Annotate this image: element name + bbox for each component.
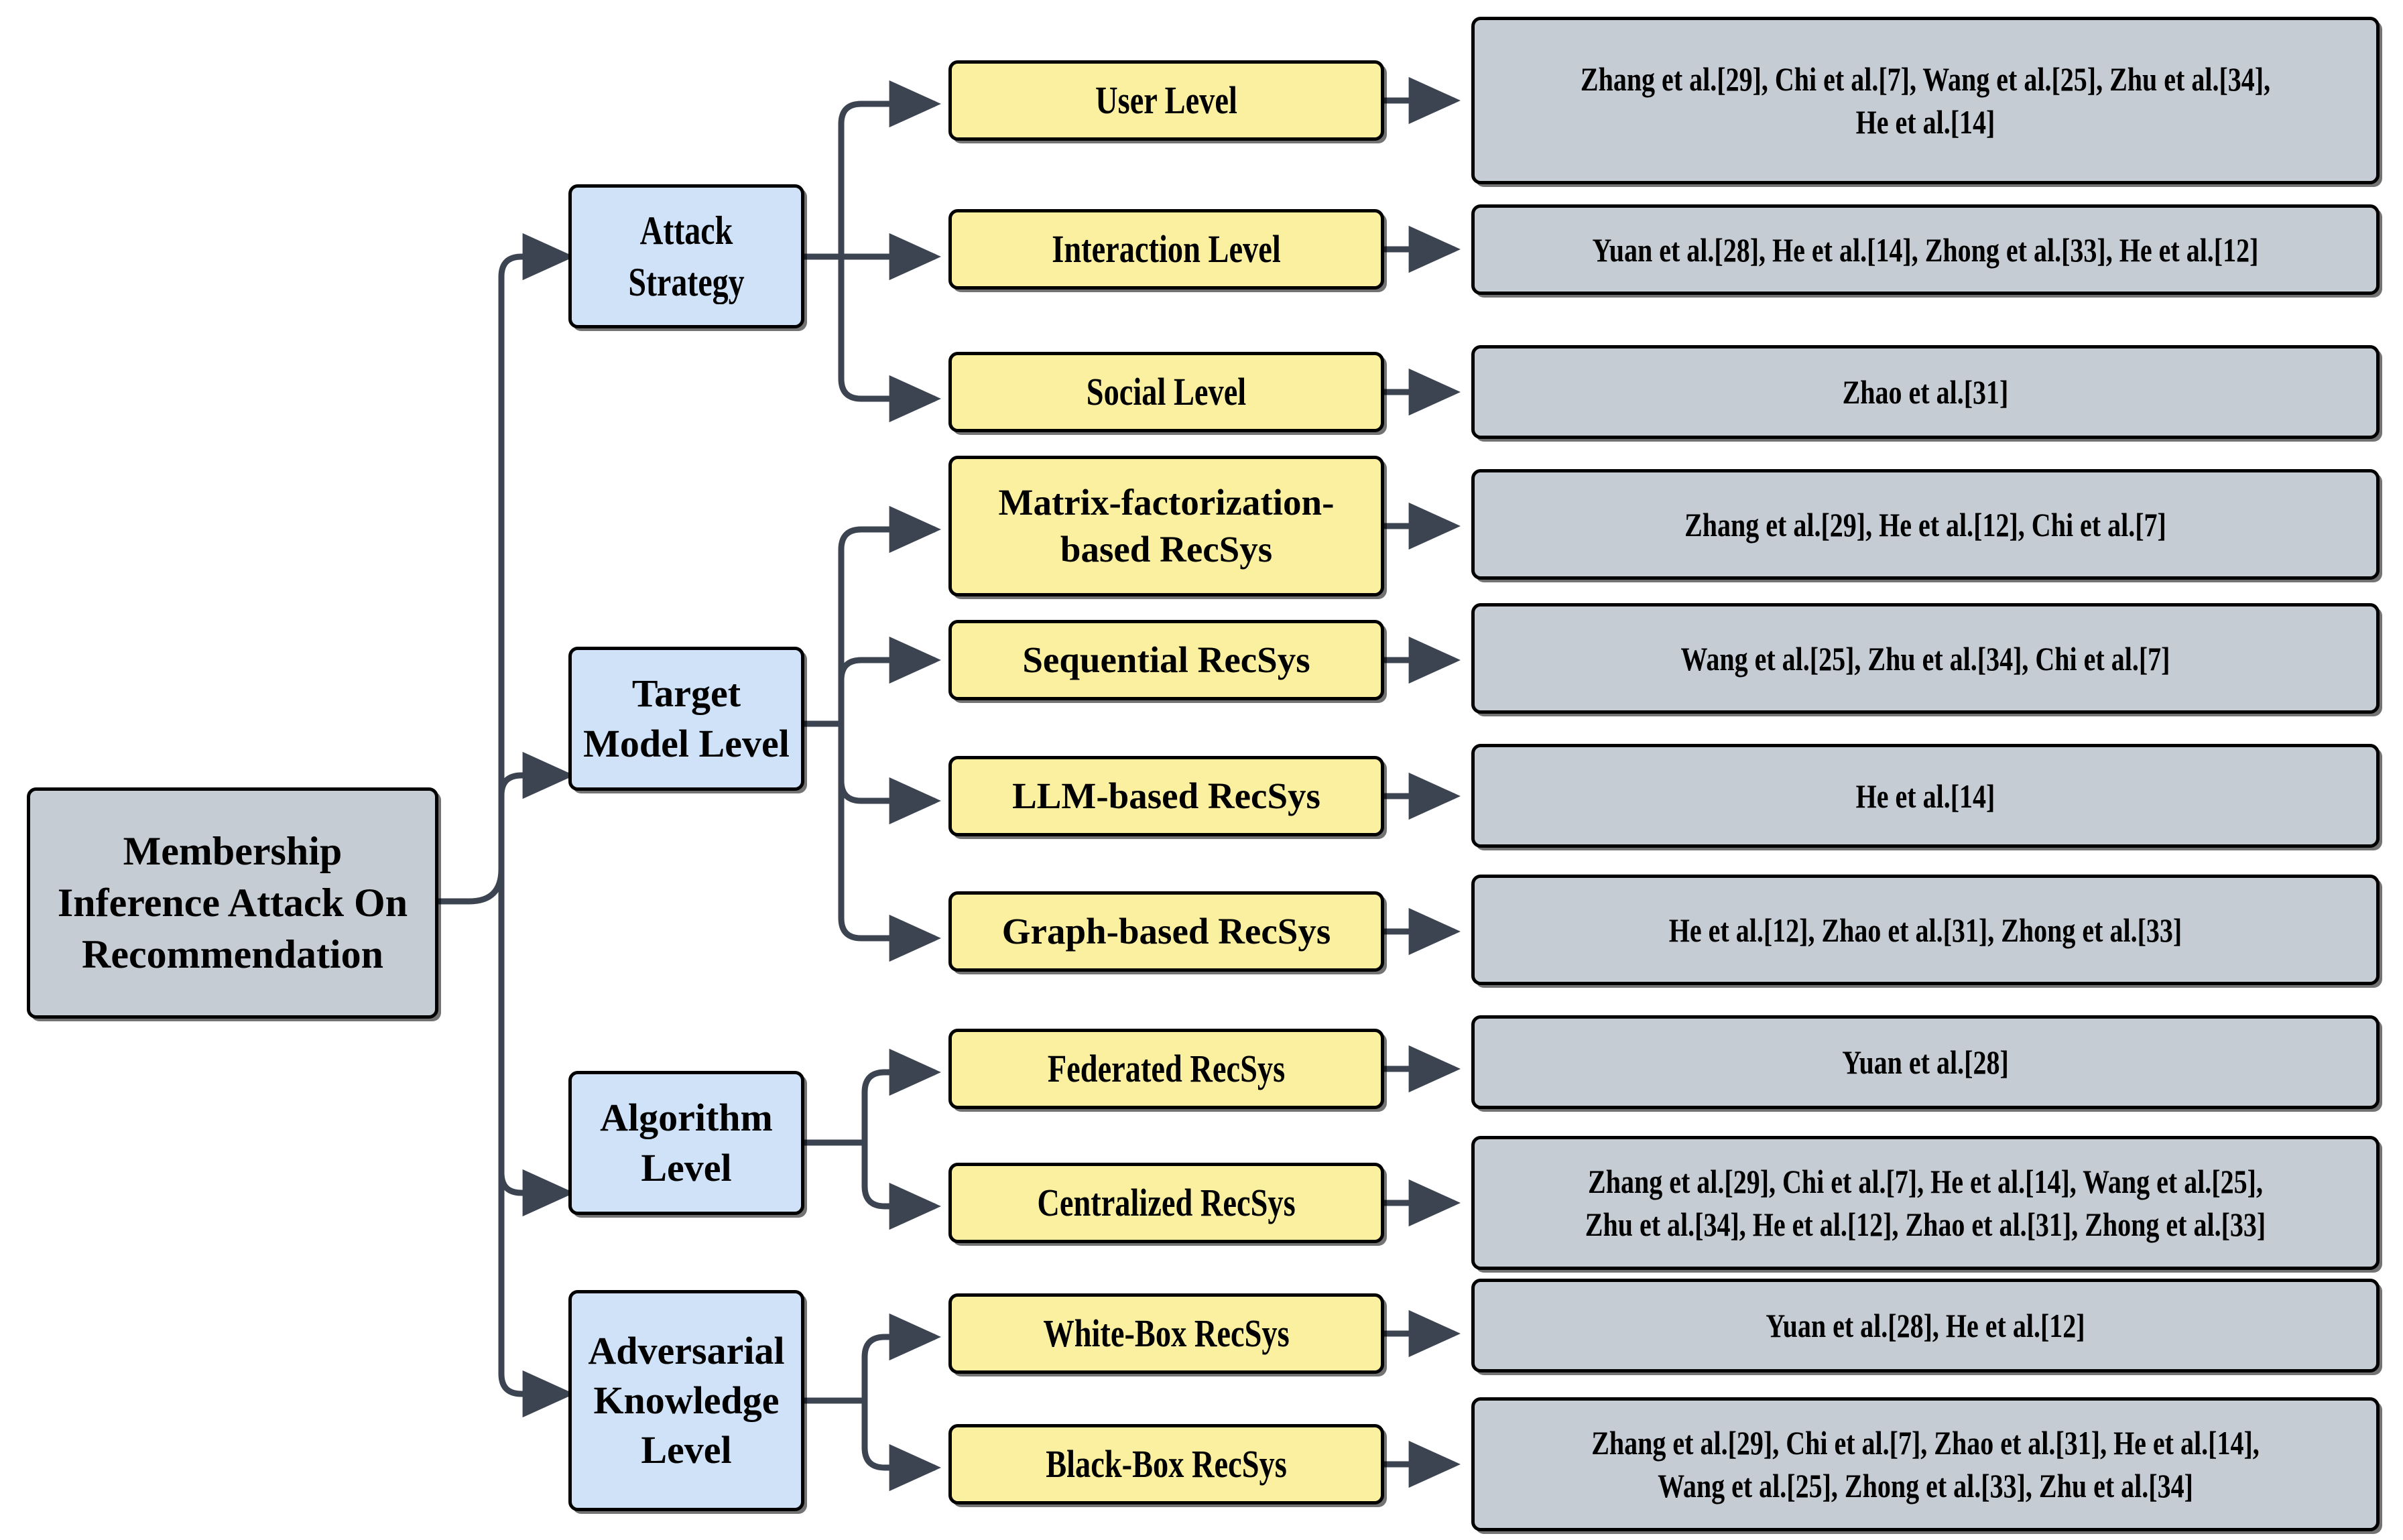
reference-node-label: He et al.[14] <box>1855 777 1995 815</box>
category-node-graph-based-recsys[interactable]: Graph-based RecSys <box>948 891 1384 972</box>
category-node-label: Black-Box RecSys <box>1046 1441 1287 1486</box>
reference-node-graph-based-recsys[interactable]: He et al.[12], Zhao et al.[31], Zhong et… <box>1471 875 2380 985</box>
category-node-interaction-level[interactable]: Interaction Level <box>948 209 1384 290</box>
level-node-label: Attack Strategy <box>628 208 745 304</box>
reference-node-label: Zhang et al.[29], He et al.[12], Chi et … <box>1684 505 2166 543</box>
level-node-algorithm-level[interactable]: Algorithm Level <box>568 1071 804 1215</box>
category-node-label: Interaction Level <box>1052 227 1281 271</box>
category-node-label: Graph-based RecSys <box>1001 910 1331 952</box>
category-node-sequential-recsys[interactable]: Sequential RecSys <box>948 620 1384 700</box>
category-node-matrix-factorization-based-recsys[interactable]: Matrix-factorization-based RecSys <box>948 456 1384 596</box>
level-node-target-model-level[interactable]: Target Model Level <box>568 647 804 791</box>
edge-algorithm-to-centralized <box>861 1143 942 1230</box>
edge-adversarial-to-white-box <box>861 1313 942 1401</box>
category-node-social-level[interactable]: Social Level <box>948 352 1384 432</box>
reference-node-label: Yuan et al.[28], He et al.[14], Zhong et… <box>1592 231 2259 269</box>
category-node-label: Centralized RecSys <box>1037 1180 1296 1224</box>
edge-target-to-graph-based <box>838 724 942 962</box>
reference-node-sequential-recsys[interactable]: Wang et al.[25], Zhu et al.[34], Chi et … <box>1471 603 2380 714</box>
category-node-label: Federated RecSys <box>1047 1046 1286 1090</box>
level-node-adversarial-knowledge-level[interactable]: Adversarial Knowledge Level <box>568 1290 804 1511</box>
reference-node-label: Zhao et al.[31] <box>1842 373 2009 411</box>
edge-target-to-sequential <box>838 636 942 724</box>
reference-node-label: He et al.[12], Zhao et al.[31], Zhong et… <box>1668 911 2182 949</box>
reference-node-llm-based-recsys[interactable]: He et al.[14] <box>1471 744 2380 848</box>
edge-attack-to-user-level <box>838 80 942 257</box>
category-node-white-box-recsys[interactable]: White-Box RecSys <box>948 1293 1384 1374</box>
category-node-llm-based-recsys[interactable]: LLM-based RecSys <box>948 756 1384 836</box>
level-node-label: Target Model Level <box>583 671 790 765</box>
category-node-label: White-Box RecSys <box>1043 1311 1290 1355</box>
reference-node-label: Zhang et al.[29], Chi et al.[7], Wang et… <box>1580 60 2271 141</box>
root-trunk-stub <box>438 866 505 934</box>
category-node-label: LLM-based RecSys <box>1012 775 1320 816</box>
edge-target-to-matrix-factorization <box>838 505 942 724</box>
reference-node-user-level[interactable]: Zhang et al.[29], Chi et al.[7], Wang et… <box>1471 17 2380 184</box>
edge-target-to-llm-based <box>838 724 942 825</box>
category-node-label: Sequential RecSys <box>1022 639 1310 680</box>
reference-node-label: Yuan et al.[28] <box>1842 1043 2009 1081</box>
edge-algorithm-to-federated <box>861 1048 942 1143</box>
trunk-to-adversarial-knowledge-level <box>498 934 575 1418</box>
level-node-label: Algorithm Level <box>600 1096 773 1190</box>
category-node-user-level[interactable]: User Level <box>948 60 1384 141</box>
root-node-label: Membership Inference Attack On Recommend… <box>57 829 408 976</box>
reference-node-white-box-recsys[interactable]: Yuan et al.[28], He et al.[12] <box>1471 1279 2380 1372</box>
reference-node-label: Yuan et al.[28], He et al.[12] <box>1766 1307 2085 1344</box>
edge-adversarial-to-black-box <box>861 1401 942 1492</box>
reference-node-federated-recsys[interactable]: Yuan et al.[28] <box>1471 1015 2380 1109</box>
reference-node-interaction-level[interactable]: Yuan et al.[28], He et al.[14], Zhong et… <box>1471 204 2380 295</box>
level-node-label: Adversarial Knowledge Level <box>588 1328 785 1472</box>
reference-node-centralized-recsys[interactable]: Zhang et al.[29], Chi et al.[7], He et a… <box>1471 1136 2380 1270</box>
reference-node-label: Wang et al.[25], Zhu et al.[34], Chi et … <box>1680 639 2170 678</box>
root-node[interactable]: Membership Inference Attack On Recommend… <box>27 787 438 1019</box>
trunk-to-attack-strategy <box>498 233 575 869</box>
reference-node-label: Zhang et al.[29], Chi et al.[7], He et a… <box>1585 1163 2266 1243</box>
reference-node-label: Zhang et al.[29], Chi et al.[7], Zhao et… <box>1591 1424 2260 1504</box>
category-node-label: Matrix-factorization-based RecSys <box>998 481 1335 570</box>
level-node-attack-strategy[interactable]: Attack Strategy <box>568 184 804 328</box>
trunk-to-algorithm-level <box>498 934 575 1217</box>
category-node-federated-recsys[interactable]: Federated RecSys <box>948 1029 1384 1109</box>
category-node-label: Social Level <box>1086 369 1247 413</box>
category-node-centralized-recsys[interactable]: Centralized RecSys <box>948 1163 1384 1243</box>
reference-node-black-box-recsys[interactable]: Zhang et al.[29], Chi et al.[7], Zhao et… <box>1471 1397 2380 1531</box>
category-node-black-box-recsys[interactable]: Black-Box RecSys <box>948 1424 1384 1504</box>
trunk-to-target-model-level <box>498 751 575 869</box>
reference-node-matrix-factorization-based-recsys[interactable]: Zhang et al.[29], He et al.[12], Chi et … <box>1471 469 2380 580</box>
reference-node-social-level[interactable]: Zhao et al.[31] <box>1471 345 2380 439</box>
category-node-label: User Level <box>1095 78 1237 122</box>
edge-attack-to-social-level <box>838 257 942 423</box>
